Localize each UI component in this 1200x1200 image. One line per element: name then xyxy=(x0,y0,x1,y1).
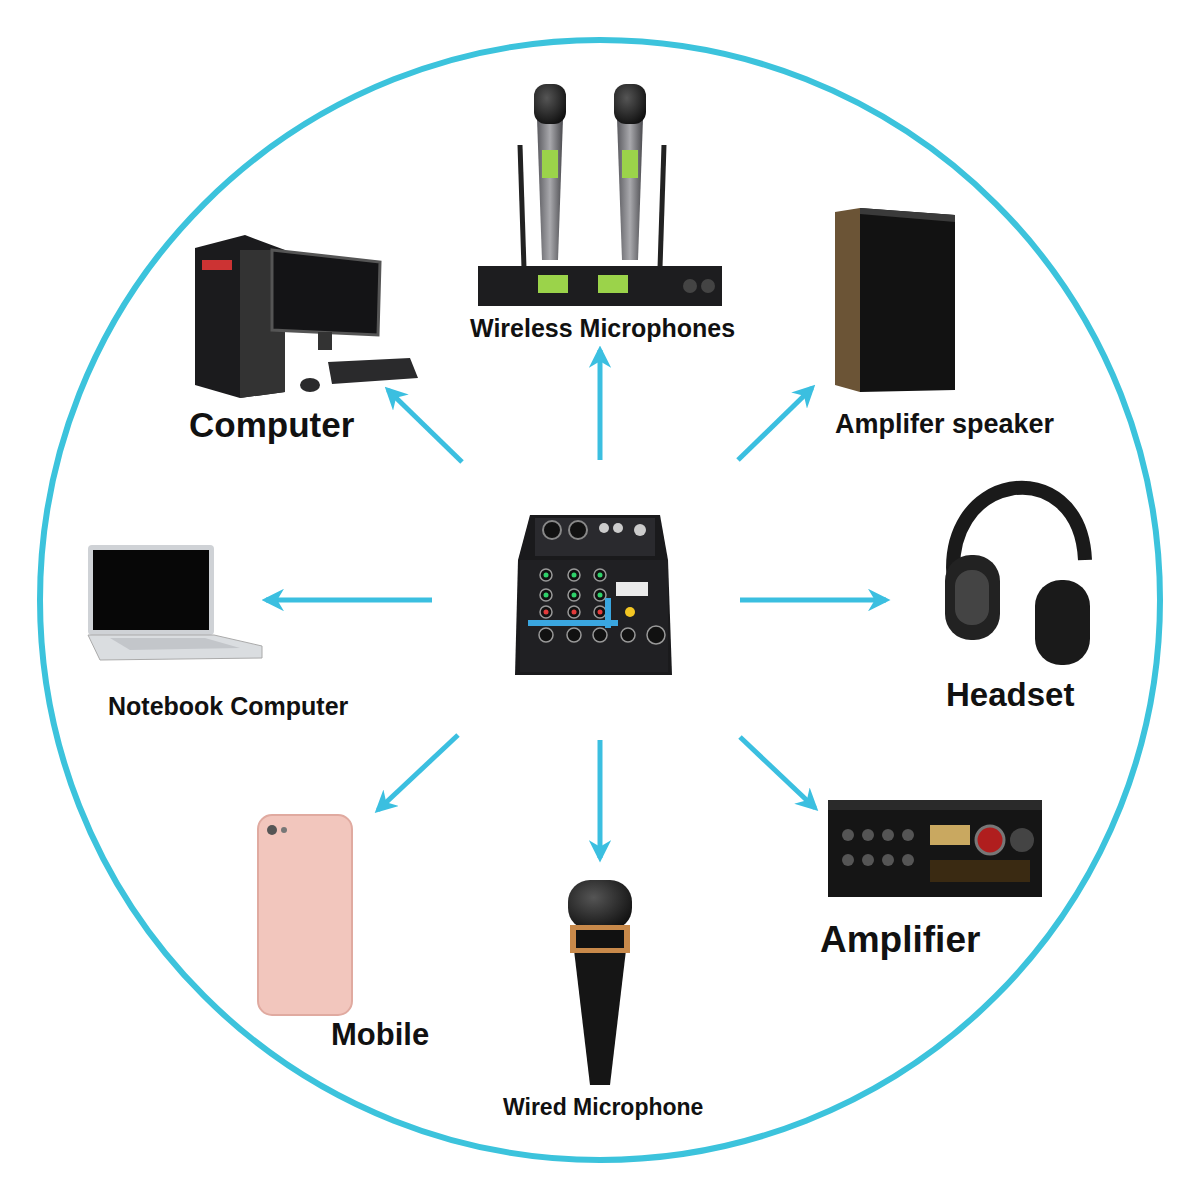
computer-illustration xyxy=(195,235,418,398)
wired-mic-illustration xyxy=(568,880,632,1085)
device-label: Computer xyxy=(189,406,354,445)
arrows xyxy=(266,350,886,858)
device-label: Wired Microphone xyxy=(503,1095,703,1120)
device-label: Headset xyxy=(946,677,1074,713)
device-label: Wireless Microphones xyxy=(470,315,735,343)
outer-ring xyxy=(40,40,1160,1160)
speaker-illustration xyxy=(835,208,955,392)
headset-illustration xyxy=(945,488,1090,665)
phone-illustration xyxy=(258,815,352,1015)
device-label: Amplifer speaker xyxy=(835,410,1054,440)
amplifier-illustration xyxy=(828,800,1042,897)
wireless-mic-illustration xyxy=(478,84,722,306)
device-label: Mobile xyxy=(331,1018,429,1052)
device-label: Amplifier xyxy=(820,920,980,961)
mixer-illustration xyxy=(515,515,672,675)
laptop-illustration xyxy=(88,545,262,660)
device-label: Notebook Computer xyxy=(108,693,348,721)
